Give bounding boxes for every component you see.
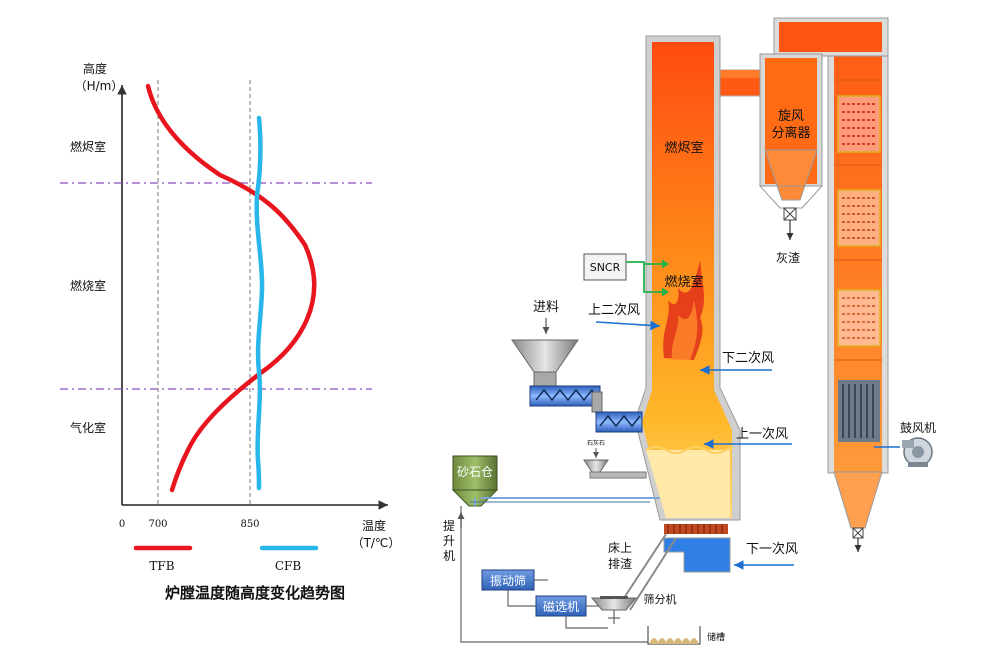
legend-cfb-label: CFB — [275, 559, 302, 573]
screening-machine: 筛分机 — [590, 592, 677, 624]
lower-primary-air-label: 下一次风 — [746, 541, 798, 557]
cfb-curve — [254, 115, 265, 491]
chart-title: 炉膛温度随高度变化趋势图 — [165, 584, 345, 602]
furnace-mid-label: 燃烧室 — [664, 274, 703, 290]
cyclone-separator: 旋风 分离器 灰渣 — [758, 53, 824, 265]
sncr-unit: SNCR — [583, 253, 669, 297]
x-axis-label-line2: （T/℃） — [352, 536, 401, 550]
storage-tank: 储槽 — [647, 626, 725, 645]
lift-label-1: 提 — [443, 518, 455, 533]
furnace: 燃烬室 燃烧室 — [634, 35, 741, 573]
bed-slag-line1: 床上 — [608, 541, 632, 555]
storage-label: 储槽 — [707, 631, 725, 643]
y-axis-label-line2: （H/m） — [75, 79, 124, 93]
sand-silo: 砂石仓 — [451, 455, 660, 507]
screening-machine-label: 筛分机 — [644, 592, 677, 606]
feed-hopper — [511, 339, 579, 373]
back-pass-shaft — [773, 17, 889, 552]
limestone-label: 石灰石 — [587, 439, 605, 447]
vibrating-screen-label: 振动筛 — [490, 573, 526, 588]
temperature-height-chart: 高度 （H/m） 温度 （T/℃） 0 700 850 燃烬室 燃烧室 气化室 … — [60, 61, 400, 602]
magnetic-separator-label: 磁选机 — [543, 599, 579, 614]
feed-system: 进料 石灰石 — [511, 300, 647, 479]
upper-secondary-air-arrow — [595, 320, 661, 331]
lower-secondary-air-label: 下二次风 — [722, 350, 774, 366]
ash-label: 灰渣 — [776, 251, 800, 265]
blower: 鼓风机 — [874, 421, 936, 467]
distributor-plate — [664, 524, 728, 534]
zone-label-bottom: 气化室 — [70, 420, 106, 435]
upper-secondary-air-label: 上二次风 — [588, 302, 640, 318]
heat-exchanger-bank-1 — [837, 95, 881, 153]
blower-label: 鼓风机 — [900, 421, 936, 435]
upper-primary-air-label: 上一次风 — [736, 426, 788, 442]
tick-label-700: 700 — [148, 519, 167, 530]
x-axis-label-line1: 温度 — [362, 518, 386, 533]
tfb-curve — [145, 83, 317, 493]
heat-exchanger-bank-3 — [837, 289, 881, 347]
heat-exchanger-bank-2 — [837, 189, 881, 247]
tick-label-0: 0 — [119, 519, 125, 530]
zone-label-middle: 燃烧室 — [70, 278, 106, 293]
sncr-label: SNCR — [590, 261, 621, 274]
feed-label: 进料 — [533, 300, 559, 315]
furnace-top-label: 燃烬室 — [664, 140, 703, 156]
tick-label-850: 850 — [240, 519, 259, 530]
limestone-hopper — [583, 459, 609, 473]
y-axis-label-line1: 高度 — [83, 61, 107, 76]
return-loop: 提 升 机 床上 排渣 振动筛 磁选机 筛分机 — [443, 506, 725, 645]
zone-label-top: 燃烬室 — [70, 139, 106, 154]
legend-tfb-label: TFB — [149, 559, 174, 573]
bed-slag-line2: 排渣 — [608, 557, 632, 571]
wind-box — [663, 537, 731, 573]
cyclone-label-line2: 分离器 — [771, 125, 810, 141]
sand-silo-label: 砂石仓 — [457, 465, 493, 479]
lift-label-3: 机 — [443, 549, 455, 563]
cyclone-label-line1: 旋风 — [778, 109, 804, 124]
air-preheater — [838, 380, 880, 442]
lift-label-2: 升 — [443, 534, 455, 548]
process-diagram: 鼓风机 旋风 分离器 灰渣 — [443, 17, 936, 645]
